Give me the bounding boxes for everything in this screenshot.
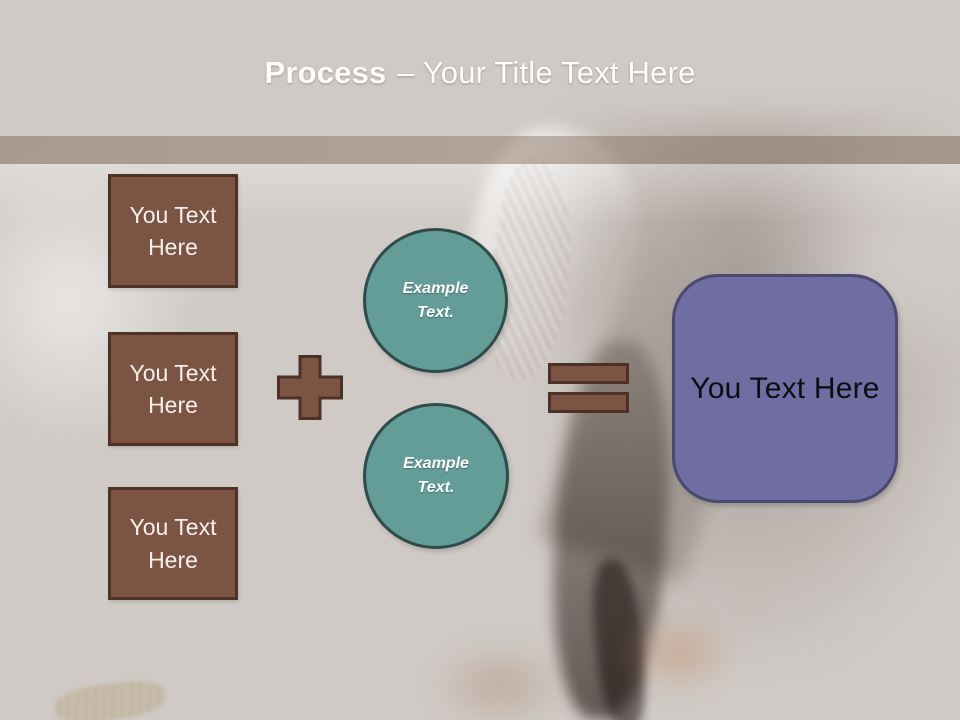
slide-title[interactable]: Process – Your Title Text Here bbox=[0, 55, 960, 91]
equals-operator-icon bbox=[548, 363, 629, 413]
slide-title-emphasis: Process bbox=[264, 55, 387, 90]
result-box[interactable]: You Text Here bbox=[672, 274, 898, 503]
photo-arm-shape bbox=[430, 640, 570, 720]
example-circle-1-label: Example Text. bbox=[402, 279, 469, 321]
title-band: Process – Your Title Text Here bbox=[0, 0, 960, 136]
equals-bar-top bbox=[548, 363, 629, 384]
step-box-3-label: You Text Here bbox=[129, 514, 217, 573]
example-circle-1[interactable]: Example Text. bbox=[363, 228, 508, 373]
plus-operator-icon bbox=[277, 355, 343, 420]
example-circle-2[interactable]: Example Text. bbox=[363, 403, 509, 549]
step-box-1-label: You Text Here bbox=[129, 201, 217, 260]
slide-title-placeholder: – Your Title Text Here bbox=[397, 55, 696, 90]
photo-hand-shape bbox=[618, 608, 738, 698]
equals-bar-bottom bbox=[548, 392, 629, 413]
photo-umbrella-handle-shape bbox=[587, 558, 651, 720]
result-box-label: You Text Here bbox=[690, 371, 880, 405]
photo-watch-shape bbox=[53, 676, 167, 720]
step-box-2[interactable]: You Text Here bbox=[108, 332, 238, 446]
step-box-1[interactable]: You Text Here bbox=[108, 174, 238, 288]
step-box-3[interactable]: You Text Here bbox=[108, 487, 238, 600]
header-underlay-strip bbox=[0, 136, 960, 164]
step-box-2-label: You Text Here bbox=[129, 359, 217, 418]
example-circle-2-label: Example Text. bbox=[403, 455, 469, 496]
